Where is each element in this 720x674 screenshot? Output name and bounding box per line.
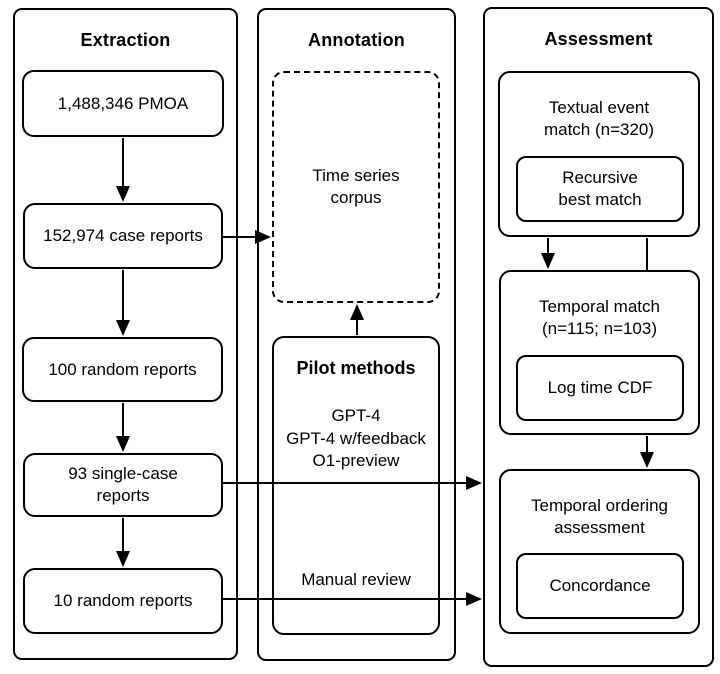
node-recursive-best-match: Recursive best match [516,156,684,222]
node-random-10: 10 random reports [23,568,223,634]
column-title-annotation: Annotation [308,30,405,50]
node-log-time-cdf: Log time CDF [516,355,684,421]
node-pmoa: 1,488,346 PMOA [22,70,224,137]
manual-review-label: Manual review [301,570,411,589]
node-time-series-corpus: Time series corpus [272,71,440,303]
node-pilot-methods: Pilot methods GPT-4 GPT-4 w/feedback O1-… [272,336,440,635]
pilot-methods-list: GPT-4 GPT-4 w/feedback O1-preview [286,406,426,470]
node-textual-event-match: Textual event match (n=320) Recursive be… [498,71,700,237]
node-temporal-match: Temporal match (n=115; n=103) Log time C… [499,270,700,435]
temporal-ordering-label: Temporal ordering assessment [530,496,668,537]
temporal-match-label: Temporal match (n=115; n=103) [539,297,660,338]
node-single-case: 93 single-case reports [23,453,223,517]
node-temporal-ordering: Temporal ordering assessment Concordance [499,469,700,634]
node-random-100: 100 random reports [22,337,223,402]
textual-event-match-label: Textual event match (n=320) [543,98,655,139]
pilot-methods-title: Pilot methods [296,358,416,378]
column-title-extraction: Extraction [80,30,171,50]
column-title-assessment: Assessment [544,29,653,49]
node-concordance: Concordance [516,553,684,619]
node-case-reports: 152,974 case reports [23,203,223,269]
